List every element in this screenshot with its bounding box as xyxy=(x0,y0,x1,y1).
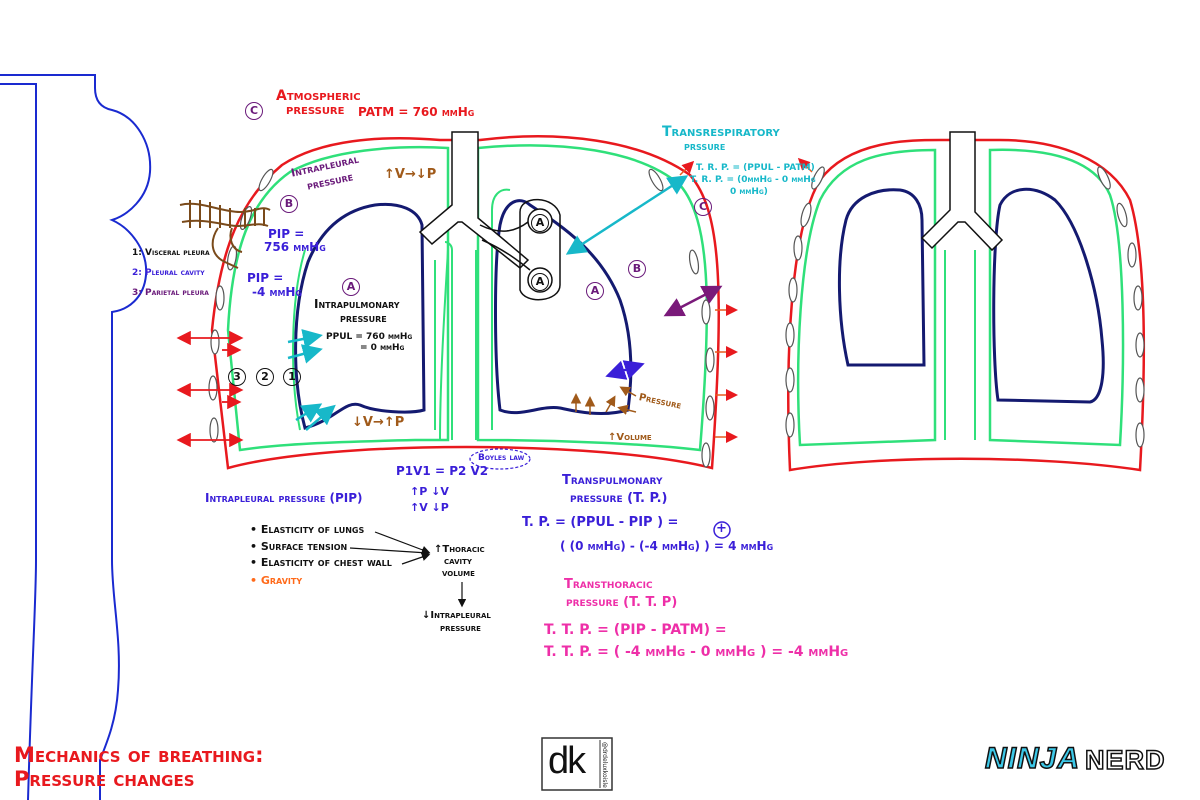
pip-label: PIP = xyxy=(247,271,284,285)
center-logo-letters: dk xyxy=(548,740,586,782)
intrapleural-outcome-2: pressure xyxy=(440,623,481,634)
transthoracic-title-2: pressure (T. T. P) xyxy=(566,595,678,610)
marker-b-right-pleura: B xyxy=(628,258,646,278)
factor-surface-tension: • Surface tension xyxy=(250,540,348,553)
tp-eq-1: T. P. = (PPUL - PIP ) = xyxy=(522,515,679,530)
transrespiratory-title-2: prssure xyxy=(684,139,726,153)
lung-expansion-arrow xyxy=(605,360,645,380)
ttp-eq-2: T. T. P. = ( -4 mmHg - 0 mmHg ) = -4 mmH… xyxy=(544,644,849,660)
transpulmonary-title-2: pressure (T. P.) xyxy=(570,491,668,506)
legend-pleural-cavity: 2: Pleural cavity xyxy=(132,268,205,278)
lung-second-right xyxy=(992,187,1105,404)
pleura-inner-right xyxy=(491,188,511,430)
factor-elasticity-lungs: • Elasticity of lungs xyxy=(250,523,365,536)
parietal-pleura-left xyxy=(210,135,720,470)
intrapleural-outcome-1: ↓Intrapleural xyxy=(422,610,491,621)
body-silhouette-outline xyxy=(0,74,152,800)
marker-a-alveolus-1: A xyxy=(531,212,549,232)
right-lung xyxy=(494,199,633,415)
tp-eq-2: ( (0 mmHg) - (-4 mmHg) ) = 4 mmHg xyxy=(560,539,774,553)
intrapleural-pip-label: Intrapleural pressure (PIP) xyxy=(205,491,363,505)
transrespiratory-title-1: Transrespiratory xyxy=(662,124,780,140)
marker-c-atmospheric: C xyxy=(245,100,263,120)
body-silhouette-back xyxy=(0,83,37,800)
marker-c-transrespiratory: C xyxy=(694,196,712,216)
volume-label: ↑Volume xyxy=(608,432,652,443)
ttp-eq-1: T. T. P. = (PIP - PATM) = xyxy=(544,622,727,638)
visceral-pleura-right xyxy=(476,144,709,452)
airway-tube xyxy=(179,200,271,269)
trp-eq-3: 0 mmHg) xyxy=(730,187,768,197)
boyles-law-equation: P1V1 = P2 V2 xyxy=(396,464,489,478)
ppul-eq-2: = 0 mmHg xyxy=(360,343,405,353)
trp-eq-2: T. R. P. = (0mmHg - 0 mmHg xyxy=(690,175,816,185)
plus-marker-shape xyxy=(713,521,731,539)
layer-number-1: 1 xyxy=(283,366,301,386)
pip-in-value: 756 mmHg xyxy=(264,240,326,254)
boyles-line-1: ↑P ↓V xyxy=(410,485,449,498)
thoracic-volume-1: ↑Thoracic xyxy=(434,544,485,555)
center-logo-vertical-text: @drdeluxkoisle xyxy=(600,742,608,788)
legend-parietal-pleura: 3: Parietal pleura xyxy=(132,288,209,298)
atmospheric-title-1: Atmospheric xyxy=(276,88,361,104)
factor-arrows xyxy=(349,531,467,608)
left-lung xyxy=(294,202,426,430)
pip-in-label: PIP = xyxy=(268,227,305,241)
volume-pressure-arrows xyxy=(570,386,637,415)
thoracic-volume-3: volume xyxy=(442,568,475,579)
plus-marker: + xyxy=(716,521,727,536)
ribs-second-thorax xyxy=(785,166,1145,448)
center-logo-frame xyxy=(541,737,613,791)
intrapulmonary-title-1: Intrapulmonary xyxy=(314,297,400,311)
transpulmonary-title-1: Transpulmonary xyxy=(562,473,663,488)
pip-value: -4 mmHg xyxy=(252,285,303,299)
marker-a-alveolus-2: A xyxy=(531,271,549,291)
brand-ninja: NINJA xyxy=(984,741,1081,775)
marker-a-right-lung: A xyxy=(586,280,604,300)
boyles-line-2: ↑V ↓P xyxy=(410,501,449,514)
transthoracic-title-1: Transthoracic xyxy=(564,577,653,592)
thoracic-volume-2: cavity xyxy=(444,556,472,567)
transrespiratory-arrow xyxy=(565,175,689,255)
boyles-law-badge: Boyles law xyxy=(478,453,525,463)
mediastinum-second xyxy=(944,250,976,440)
mediastinum-lining xyxy=(439,241,477,441)
layer-number-3: 3 xyxy=(228,366,246,386)
visceral-pleura-left xyxy=(226,145,450,452)
trp-eq-1: T. R. P. = (PPUL - PATM) xyxy=(696,163,815,173)
intrapleural-volume-note: ↑V→↓P xyxy=(384,167,437,182)
brand-nerd: NERD xyxy=(1084,744,1166,776)
teal-arrows xyxy=(287,329,336,431)
page-title-line-1: Mechanics of breathing: xyxy=(14,743,264,767)
legend-visceral-pleura: 1: Visceral pleura xyxy=(132,248,210,258)
factor-chest-wall: • Elasticity of chest wall xyxy=(250,556,392,569)
atmospheric-value: PATM = 760 mmHg xyxy=(358,105,475,119)
chest-wall-arrows-right xyxy=(679,157,813,443)
bronchus-right xyxy=(479,221,531,271)
intrapulmonary-volume-note: ↓V→↑P xyxy=(352,415,405,430)
chest-wall-arrows-left xyxy=(176,330,244,448)
intrapulmonary-title-2: pressure xyxy=(340,311,387,325)
page-title-line-2: Pressure changes xyxy=(14,767,195,791)
trachea xyxy=(418,131,530,270)
lung-second-left xyxy=(837,188,926,367)
trachea-second xyxy=(920,131,1004,252)
marker-b-intrapleural: B xyxy=(280,193,298,213)
pleura-second-left xyxy=(796,148,937,447)
boyles-law-badge-shape xyxy=(469,448,531,470)
atmospheric-title-2: pressure xyxy=(286,102,345,118)
layer-number-2: 2 xyxy=(256,366,274,386)
factor-gravity: • Gravity xyxy=(250,574,303,587)
ppul-eq-1: PPUL = 760 mmHg xyxy=(326,332,413,342)
marker-a-intrapulmonary: A xyxy=(342,276,360,296)
pleura-second-right xyxy=(988,148,1125,447)
alveolus-sac xyxy=(519,198,561,301)
pleural-gap-arrow xyxy=(663,285,723,317)
